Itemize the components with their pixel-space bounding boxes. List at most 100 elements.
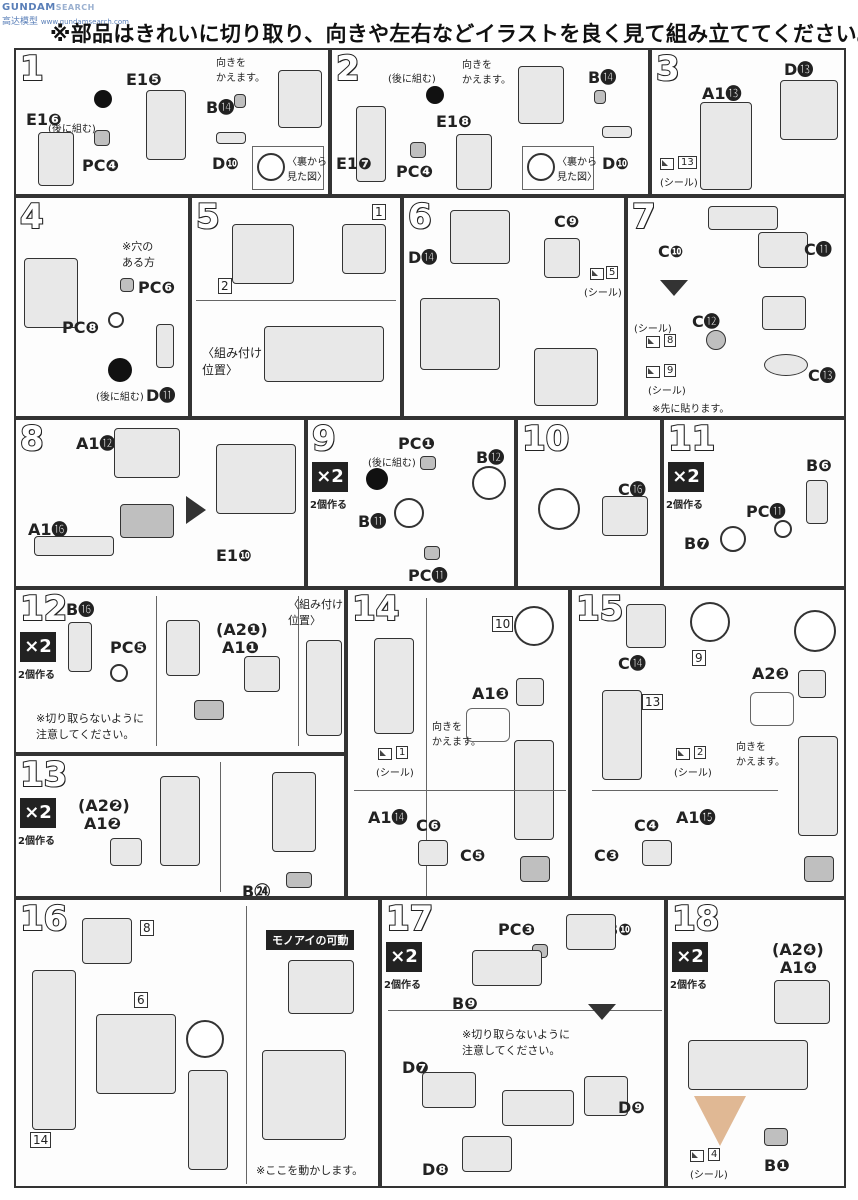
divider xyxy=(592,790,778,791)
step-4-panel: 4 ※穴の ある方 PC❻ PC❽ (後に組む) D⓫ xyxy=(14,196,190,418)
part-shape xyxy=(774,520,792,538)
part-shape xyxy=(244,656,280,692)
divider xyxy=(220,762,221,892)
part-label: PC❻ xyxy=(138,278,176,297)
part-label: A1❷ xyxy=(84,814,122,833)
part-shape xyxy=(794,610,836,652)
part-shape xyxy=(456,134,492,190)
part-shape xyxy=(798,670,826,698)
step-number: 3 xyxy=(655,49,681,89)
part-shape xyxy=(272,772,316,852)
sticker-number: 1 xyxy=(396,746,409,759)
black-dot-icon xyxy=(426,86,444,104)
part-shape xyxy=(146,90,186,160)
ref-number: 1 xyxy=(372,204,386,220)
x2-badge: ×2 xyxy=(672,942,708,972)
part-shape xyxy=(120,504,174,538)
note: (後に組む) xyxy=(368,458,416,469)
part-shape xyxy=(216,444,296,514)
step-15-panel: 15 C⓮ 9 A2❸ 向きを かえます。 13 2 (シール) C❹ A1⓯ … xyxy=(570,588,846,898)
caution-note: ※切り取らないように 注意してください。 xyxy=(462,1028,570,1057)
step-number: 8 xyxy=(19,419,45,459)
monoeye-title: モノアイの可動 xyxy=(266,930,355,950)
make-two-note: 2個作る xyxy=(384,980,421,991)
part-shape xyxy=(566,914,616,950)
note: (後に組む) xyxy=(48,124,96,135)
step-1-panel: 1 (後に組む) E1❺ E1❻ PC❹ 向きを かえます。 B⓮ D❿ 〈裏か… xyxy=(14,48,330,196)
step-2-panel: 2 (後に組む) E1❽ E1❼ PC❹ 向きを かえます。 B⓮ D❿ 〈裏か… xyxy=(330,48,650,196)
note: (後に組む) xyxy=(388,74,436,85)
part-shape xyxy=(706,330,726,350)
part-label: PC❹ xyxy=(396,162,434,181)
part-shape xyxy=(584,1076,628,1116)
part-shape xyxy=(602,690,642,780)
part-label: C❾ xyxy=(554,212,580,231)
part-shape xyxy=(82,918,132,964)
part-label: B㉔ xyxy=(242,882,271,898)
step-number: 15 xyxy=(575,589,624,629)
part-shape xyxy=(514,606,554,646)
sticker-number: 4 xyxy=(708,1148,721,1161)
x2-badge: ×2 xyxy=(312,462,348,492)
step-11-panel: 11 ×2 2個作る B❻ PC⓫ B❼ xyxy=(662,418,846,588)
part-shape xyxy=(38,132,74,186)
x2-badge: ×2 xyxy=(668,462,704,492)
part-label: E1❿ xyxy=(216,546,252,565)
part-shape xyxy=(690,602,730,642)
step-number: 11 xyxy=(667,419,716,459)
part-shape xyxy=(502,1090,574,1126)
step-number: 13 xyxy=(19,755,68,795)
part-shape xyxy=(166,620,200,676)
black-dot-icon xyxy=(94,90,112,108)
part-shape xyxy=(764,354,808,376)
step-6-panel: 6 C❾ 5 (シール) D⓮ xyxy=(402,196,626,418)
part-label: PC❶ xyxy=(398,434,436,453)
step-number: 16 xyxy=(19,899,68,939)
part-shape xyxy=(194,700,224,720)
watermark-cn: 高达模型 www.gundamsearch.com xyxy=(2,17,129,27)
position-note: 〈組み付け 位置〉 xyxy=(202,346,263,377)
part-label: E1❺ xyxy=(126,70,162,89)
step-number: 7 xyxy=(631,197,657,237)
note: 向きを かえます。 xyxy=(462,60,511,86)
part-shape xyxy=(374,638,414,734)
sticker-number: 9 xyxy=(664,364,677,377)
step-18-panel: 18 ×2 2個作る (A2❹) A1❹ 4 (シール) B❶ xyxy=(666,898,846,1188)
part-label: A1❸ xyxy=(472,684,510,703)
sticker-icon xyxy=(690,1150,704,1162)
step-number: 17 xyxy=(385,899,434,939)
part-shape xyxy=(642,840,672,866)
part-label: PC⓫ xyxy=(408,566,448,585)
step-14-panel: 14 1 (シール) 10 A1❸ 向きを かえます。 A1⓮ C❻ C❺ xyxy=(346,588,570,898)
step-13-panel: 13 ×2 2個作る (A2❷) A1❷ B㉔ xyxy=(14,754,346,898)
part-shape xyxy=(94,130,110,146)
make-two-note: 2個作る xyxy=(18,670,55,681)
step-number: 2 xyxy=(335,49,361,89)
part-label: (A2❶) xyxy=(216,620,268,639)
part-label: (A2❷) xyxy=(78,796,130,815)
step-number: 10 xyxy=(521,419,570,459)
sticker-icon xyxy=(590,268,604,280)
step-5-panel: 5 1 2 〈組み付け 位置〉 xyxy=(190,196,402,418)
sticker-icon xyxy=(378,748,392,760)
note: 向きを かえます。 xyxy=(216,58,265,84)
divider xyxy=(156,596,157,746)
part-label: PC❽ xyxy=(62,318,100,337)
part-label: A2❸ xyxy=(752,664,790,683)
part-shape xyxy=(156,324,174,368)
note: (シール) xyxy=(634,324,672,335)
note: (シール) xyxy=(674,768,712,779)
part-label: B❶ xyxy=(764,1156,790,1175)
part-shape xyxy=(602,496,648,536)
step-number: 18 xyxy=(671,899,720,939)
ref-number: 9 xyxy=(692,650,706,666)
detail-box xyxy=(750,692,794,726)
part-shape xyxy=(806,480,828,524)
step-number: 4 xyxy=(19,197,45,237)
part-label: PC❺ xyxy=(110,638,148,657)
part-shape xyxy=(288,960,354,1014)
part-label: C⓮ xyxy=(618,654,646,673)
ref-number: 14 xyxy=(30,1132,52,1148)
note: 向きを かえます。 xyxy=(432,722,481,748)
part-label: B⓮ xyxy=(588,68,617,87)
